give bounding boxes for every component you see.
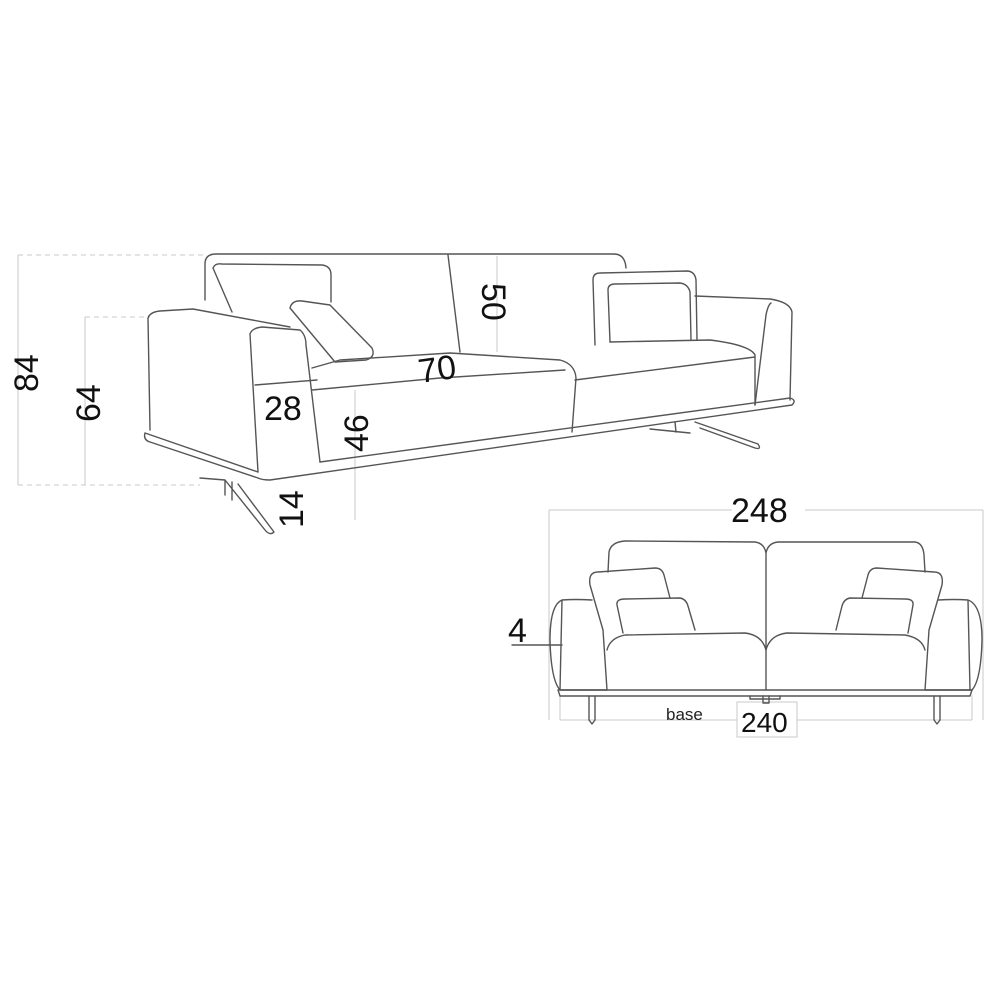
left-back-cushion [212, 263, 332, 313]
width-dimension-lines [548, 509, 984, 721]
left-armrest [147, 308, 321, 473]
front-base [557, 689, 973, 697]
leg-height-label: 14 [273, 490, 311, 528]
dimension-lines [17, 255, 498, 520]
backrest-divider [447, 254, 461, 353]
height-guides [18, 254, 205, 486]
right-armrest [694, 295, 793, 406]
backrest-frame [204, 253, 627, 301]
right-front-pillow [835, 597, 914, 634]
right-back-pillow [592, 270, 698, 346]
perspective-sofa: 84 64 28 70 50 46 14 [8, 253, 795, 535]
front-legs [588, 695, 941, 725]
front-sofa: 248 4 base 240 [508, 492, 984, 738]
left-back-pillow [588, 567, 671, 691]
seat-depth-label: 70 [416, 348, 459, 391]
base-width-box [736, 701, 798, 738]
arm-offset-label: 4 [508, 612, 527, 650]
seat-cushions-front [606, 632, 926, 651]
front-left-arm [549, 598, 608, 691]
base-width-label: 240 [741, 707, 788, 738]
arm-width-label: 28 [264, 390, 302, 428]
base-label: base [666, 705, 703, 724]
seat-cushions [311, 339, 756, 433]
seat-height-label: 46 [338, 414, 376, 452]
total-width-label: 248 [731, 492, 788, 530]
sofa-base [143, 397, 795, 481]
back-height-label: 50 [474, 283, 512, 321]
arm-height-label: 64 [70, 384, 108, 422]
right-back-pillow [861, 567, 944, 691]
front-backrest [607, 540, 926, 691]
right-leg [649, 421, 761, 450]
left-front-pillow [616, 597, 696, 634]
left-leg [199, 477, 275, 535]
front-right-arm [924, 598, 983, 691]
total-height-label: 84 [8, 354, 46, 392]
left-throw-pillow [289, 300, 374, 363]
